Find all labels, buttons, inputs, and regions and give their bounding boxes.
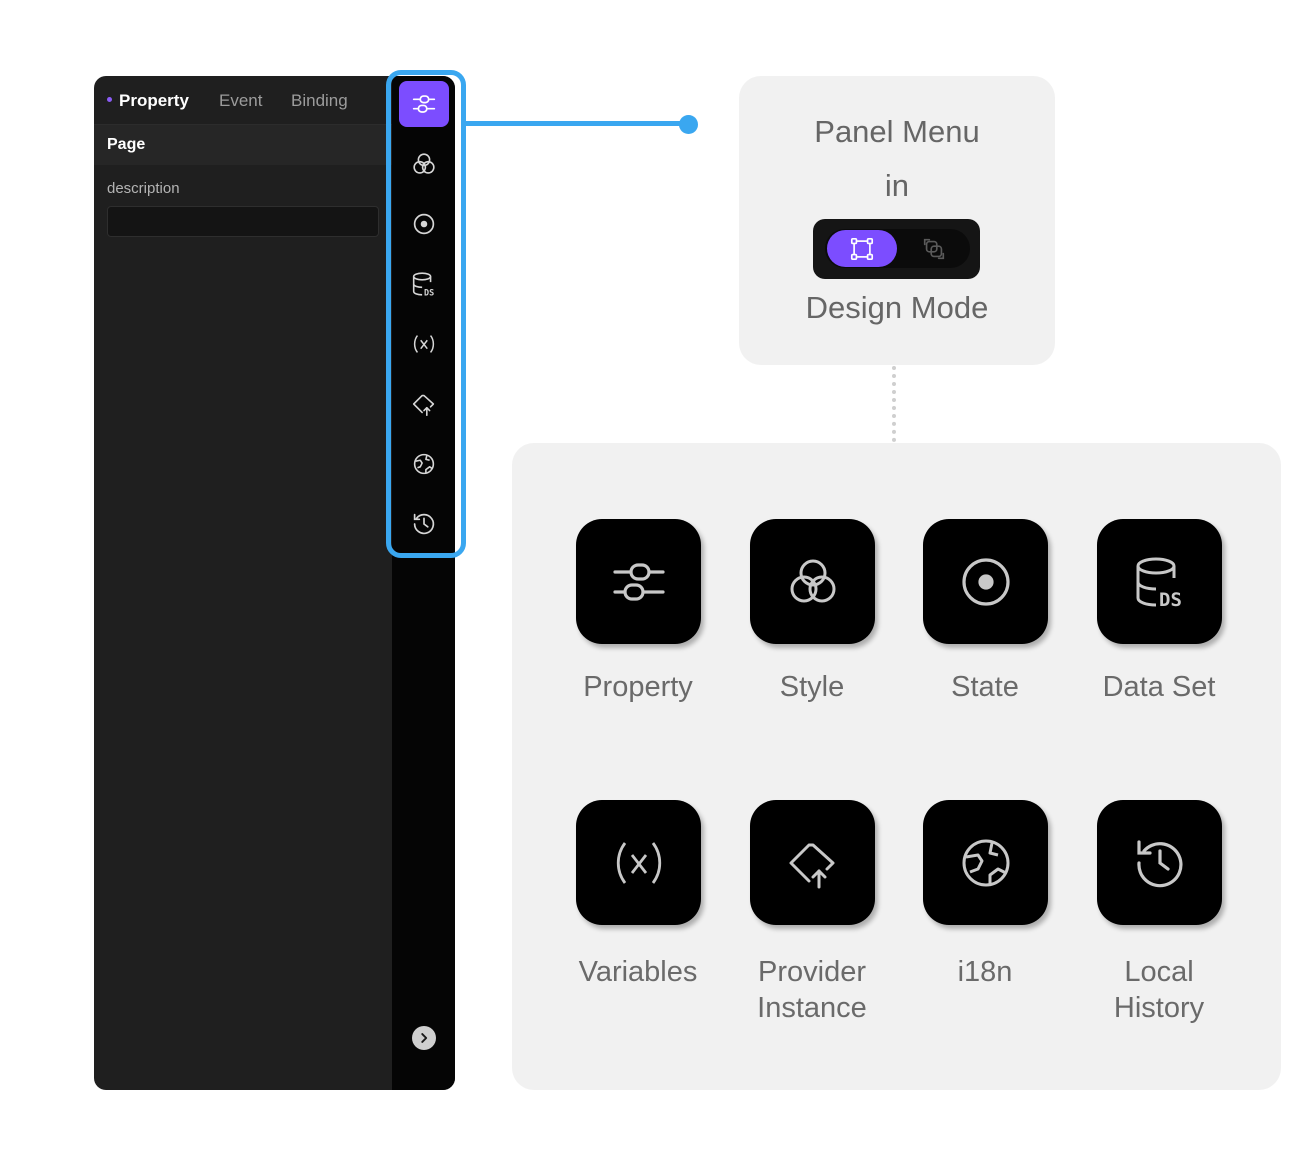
design-mode-toggle[interactable] <box>827 230 897 267</box>
provider-instance-label: Provider Instance <box>722 954 902 1026</box>
data-set-icon: DS <box>1136 557 1182 611</box>
chevron-right-icon <box>421 1033 428 1043</box>
rail-variables-button[interactable] <box>399 321 449 367</box>
data-set-icon: DS <box>412 272 434 297</box>
description-input[interactable] <box>107 206 379 237</box>
local-history-label-line2: History <box>1113 992 1205 1024</box>
provider-instance-label-line1: Provider <box>758 956 866 988</box>
i18n-icon <box>413 453 435 475</box>
property-label: Property <box>583 671 693 703</box>
property-icon <box>412 95 436 113</box>
design-mode-icon <box>850 237 874 260</box>
tab-event[interactable]: Event <box>219 91 263 110</box>
svg-text:DS: DS <box>1159 589 1182 611</box>
rail-style-button[interactable] <box>399 141 449 187</box>
state-tile[interactable] <box>923 519 1048 644</box>
variables-icon <box>413 335 435 353</box>
rail-local-history-button[interactable] <box>399 501 449 547</box>
state-label: State <box>951 671 1019 703</box>
property-tile[interactable] <box>576 519 701 644</box>
description-label: description <box>107 180 180 197</box>
style-icon <box>413 153 435 174</box>
rail-property-button[interactable] <box>399 81 449 127</box>
local-history-tile[interactable] <box>1097 800 1222 925</box>
variables-icon <box>616 841 661 884</box>
provider-instance-label-line2: Instance <box>757 992 867 1024</box>
other-mode-icon <box>923 238 945 259</box>
provider-instance-icon <box>412 394 435 417</box>
rail-provider-instance-button[interactable] <box>399 381 449 427</box>
section-title: Page <box>107 136 146 153</box>
i18n-label: i18n <box>957 956 1013 988</box>
active-tab-dot <box>107 97 112 102</box>
i18n-icon <box>962 839 1009 886</box>
i18n-tile[interactable] <box>923 800 1048 925</box>
tab-binding[interactable]: Binding <box>291 91 348 110</box>
provider-instance-tile[interactable] <box>750 800 875 925</box>
local-history-label-line1: Local <box>1124 956 1194 988</box>
properties-panel: Property Event Binding Page description … <box>94 76 455 1090</box>
rail-i18n-button[interactable] <box>399 441 449 487</box>
dotted-connector <box>892 366 896 442</box>
other-mode-toggle[interactable] <box>905 230 963 267</box>
property-icon <box>612 562 665 601</box>
style-label: Style <box>779 671 845 703</box>
mode-switch-track <box>825 229 970 268</box>
design-mode-label: Design Mode <box>805 290 989 325</box>
local-history-label: Local History <box>1069 954 1249 1026</box>
callout-connector-line <box>461 121 687 126</box>
panel-menu-icon-grid: Property Style State DS Data Set Variabl… <box>512 443 1281 1090</box>
panel-tabs: Property Event Binding <box>94 76 392 125</box>
provider-instance-icon <box>789 843 834 888</box>
data-set-tile[interactable]: DS <box>1097 519 1222 644</box>
rail-state-button[interactable] <box>399 201 449 247</box>
mode-switch <box>813 219 980 279</box>
callout-connector-dot <box>679 115 698 134</box>
style-tile[interactable] <box>750 519 875 644</box>
panel-menu-card: Panel Menu in Design Mode <box>739 76 1055 365</box>
state-icon <box>413 213 435 235</box>
svg-text:DS: DS <box>424 287 434 297</box>
section-header[interactable]: Page <box>94 125 392 165</box>
panel-menu-rail <box>392 76 455 1090</box>
data-set-label: Data Set <box>1102 671 1216 703</box>
variables-label: Variables <box>578 956 698 988</box>
panel-menu-in-text: in <box>884 168 910 203</box>
state-icon <box>961 557 1010 606</box>
local-history-icon <box>413 513 435 535</box>
expand-panel-button[interactable] <box>412 1026 436 1050</box>
tab-property[interactable]: Property <box>119 91 189 110</box>
panel-menu-title: Panel Menu <box>814 114 980 149</box>
rail-data-set-button[interactable]: DS <box>399 261 449 307</box>
variables-tile[interactable] <box>576 800 701 925</box>
local-history-icon <box>1136 839 1183 887</box>
style-icon <box>790 559 835 602</box>
